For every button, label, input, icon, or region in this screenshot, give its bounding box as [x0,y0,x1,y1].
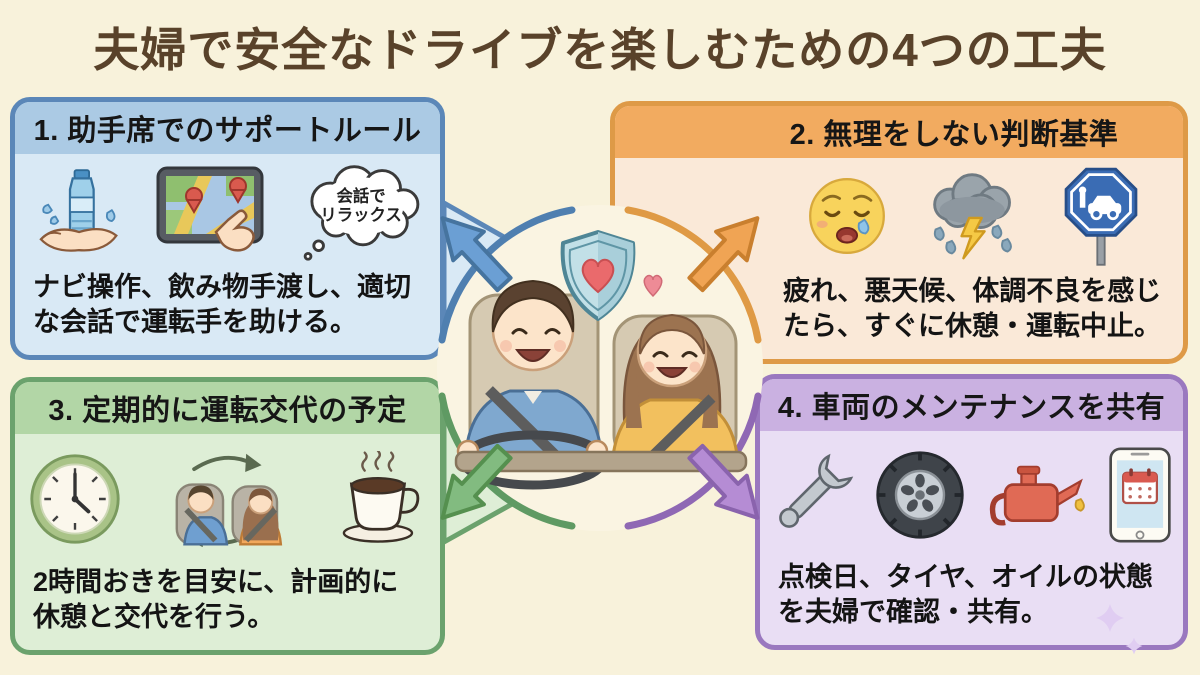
card-2-body: 疲れ、悪天候、体調不良を感じたら、すぐに休憩・運転中止。 [783,275,1162,342]
card-judgment-criteria: 2. 無理をしない判断基準 [610,101,1188,364]
storm-cloud-icon [933,173,1012,260]
clock-icon [29,454,120,545]
page-title: 夫婦で安全なドライブを楽しむための4つの工夫 [93,24,1107,76]
tail-card-1 [441,198,551,369]
quadrant-arc-blue [438,206,576,344]
card-driver-rotation: 3. 定期的に運転交代の予定 [10,377,445,655]
card-3-icons [15,434,440,565]
tail-card-3 [441,375,551,547]
card-3-header: 3. 定期的に運転交代の予定 [15,382,440,434]
card-maintenance-sharing: 4. 車両のメンテナンスを共有 [755,374,1188,650]
card-4-body: 点検日、タイヤ、オイルの状態を夫婦で確認・共有。 [778,561,1154,628]
wrench-icon [778,454,853,529]
dashboard [454,450,748,473]
weary-face-icon [809,177,885,254]
husband-driver [463,279,604,465]
quadrant-arc-purple [624,392,762,530]
steering-wheel [458,430,608,490]
card-1-body: ナビ操作、飲み物手渡し、適切な会話で運転手を助ける。 [33,271,411,338]
phone-calendar-icon [1108,447,1171,543]
hand-bottle-icon [38,169,118,252]
card-1-header: 1. 助手席でのサポートルール [15,102,440,154]
card-1-icons: 会話で リラックス [15,154,440,270]
card-4-icons [760,431,1183,560]
card-2-icons [765,158,1183,274]
passenger-seatbelt [636,394,716,472]
car-sign-icon [1064,167,1138,266]
nav-tablet-icon [156,166,263,252]
tire-icon [875,451,964,540]
driver-seat [468,293,600,465]
thought-bubble-icon: 会話で リラックス [303,165,419,261]
card-2-header: 2. 無理をしない判断基準 [615,106,1183,158]
oil-can-icon [989,466,1085,526]
svg-text:会話で: 会話で [336,186,385,205]
driver-swap-icon [175,454,282,548]
card-4-header: 4. 車両のメンテナンスを共有 [760,379,1183,431]
svg-text:リラックス: リラックス [320,207,401,225]
card-3-body: 2時間おきを目安に、計画的に休憩と交代を行う。 [33,566,399,633]
card-passenger-support: 1. 助手席でのサポートルール [10,97,445,360]
quadrant-arc-green [438,392,576,530]
driver-seatbelt [485,386,565,465]
coffee-icon [342,451,419,544]
